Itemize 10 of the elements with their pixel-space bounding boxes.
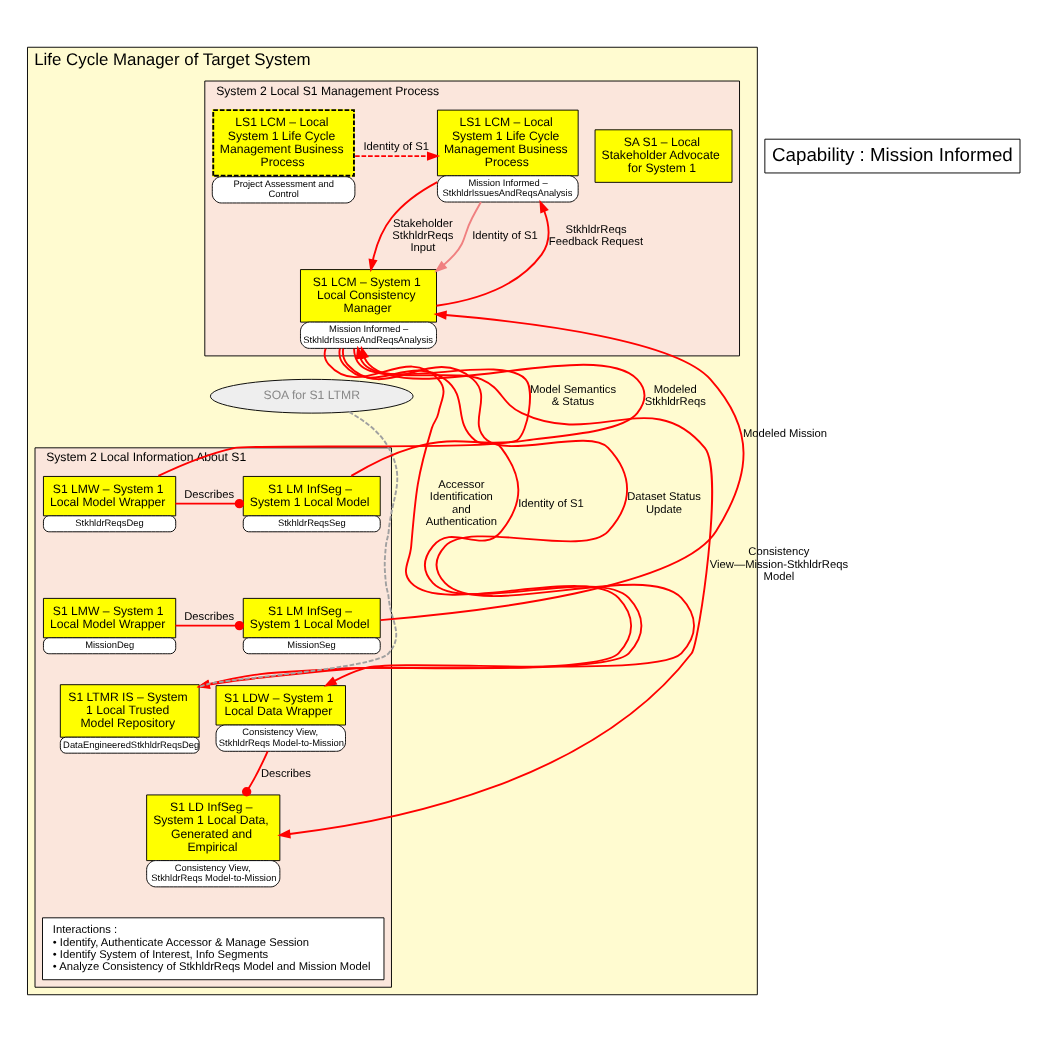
arrow bbox=[354, 150, 441, 160]
node-box: Capability : Mission Informed bbox=[764, 137, 1021, 173]
arrow bbox=[435, 198, 550, 306]
connector bbox=[241, 749, 269, 796]
connector bbox=[174, 497, 245, 508]
arrow bbox=[379, 309, 745, 620]
arrow bbox=[368, 180, 439, 272]
connector bbox=[198, 410, 399, 687]
arrow bbox=[434, 200, 482, 272]
connector bbox=[174, 619, 245, 630]
